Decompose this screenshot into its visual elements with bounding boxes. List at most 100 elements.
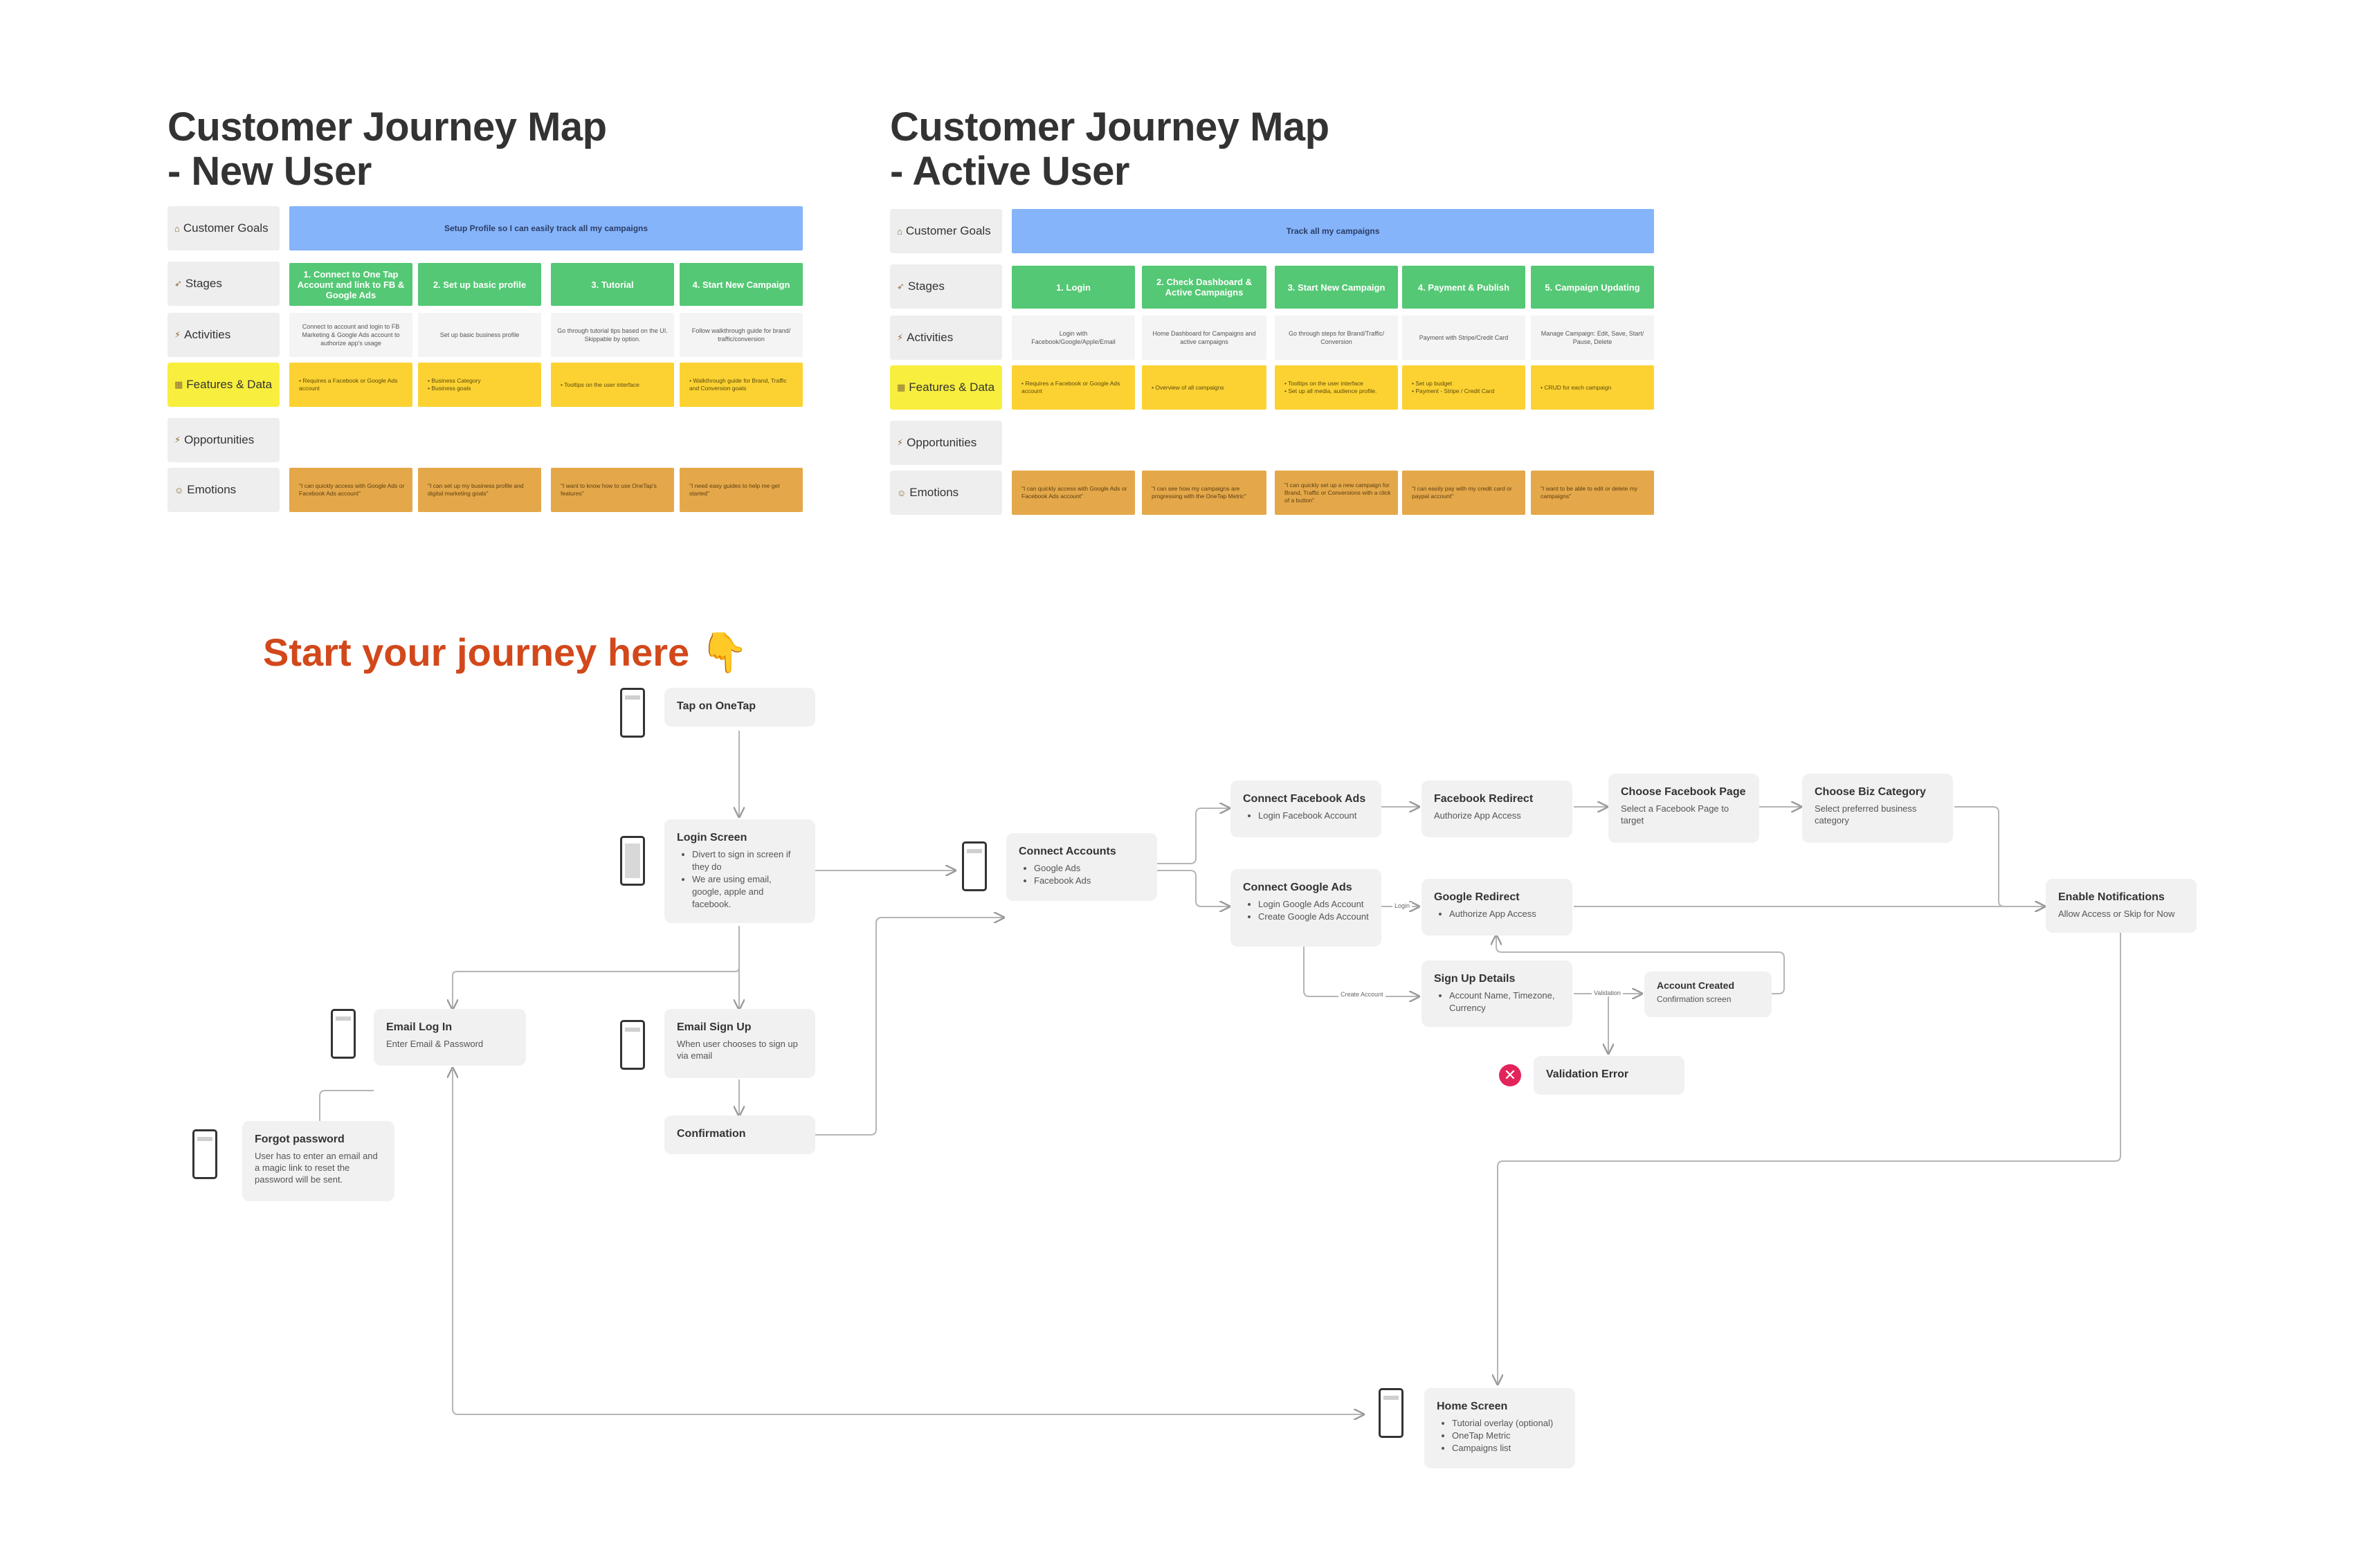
edge-google-to-signup-details <box>1303 947 1419 996</box>
emotion-cell: "I can quickly set up a new campaign for… <box>1275 471 1398 515</box>
node-subtitle: Confirmation screen <box>1657 994 1732 1004</box>
node-subtitle: User has to enter an email and a magic l… <box>255 1151 378 1185</box>
stage-cell: 2. Check Dashboard & Active Campaigns <box>1142 266 1266 309</box>
row-label-text: Customer Goals <box>905 224 991 237</box>
row-label-opportunities: ⚡Opportunities <box>890 421 1002 465</box>
emotion-cell: "I want to know how to use OneTap's feat… <box>551 468 674 512</box>
edge-login-to-email-login <box>453 926 740 1009</box>
node-forgot-password[interactable]: Forgot password User has to enter an ema… <box>242 1121 394 1201</box>
bolt-icon: ⚡ <box>897 332 904 343</box>
activity-cell: Follow walkthrough guide for brand/ traf… <box>680 313 803 357</box>
row-label-text: Activities <box>184 328 231 341</box>
node-choose-biz-category[interactable]: Choose Biz Category Select preferred bus… <box>1802 774 1953 843</box>
activity-cell: Connect to account and login to FB Marke… <box>289 313 412 357</box>
row-label-text: Emotions <box>187 483 237 496</box>
node-login-screen[interactable]: Login Screen Divert to sign in screen if… <box>664 819 815 923</box>
bullet: Create Google Ads Account <box>1258 911 1369 923</box>
row-label-text: Features & Data <box>186 378 273 391</box>
node-title: Choose Facebook Page <box>1621 786 1746 798</box>
edge-biz-to-notifications <box>1954 806 2044 906</box>
bullet: Campaigns list <box>1452 1442 1563 1455</box>
stage-cell: 2. Set up basic profile <box>418 263 541 306</box>
node-connect-facebook[interactable]: Connect Facebook Ads Login Facebook Acco… <box>1230 781 1381 837</box>
activity-cell: Login with Facebook/Google/Apple/Email <box>1012 316 1135 360</box>
emotion-icon: ☺ <box>897 487 907 498</box>
row-label-customer-goals: ⌂Customer Goals <box>890 209 1002 253</box>
node-account-created[interactable]: Account Created Confirmation screen <box>1644 972 1772 1017</box>
activity-cell: Go through tutorial tips based on the UI… <box>551 313 674 357</box>
node-email-signup[interactable]: Email Sign Up When user chooses to sign … <box>664 1009 815 1078</box>
start-journey-title: Start your journey here 👇 <box>263 630 749 674</box>
node-bullets: Login Google Ads Account Create Google A… <box>1243 898 1369 923</box>
row-label-text: Features & Data <box>909 381 995 394</box>
stage-cell: 3. Tutorial <box>551 263 674 306</box>
node-subtitle: Select preferred business category <box>1815 803 1917 826</box>
node-choose-facebook-page[interactable]: Choose Facebook Page Select a Facebook P… <box>1608 774 1759 843</box>
edge-email-login-to-home <box>452 1068 1363 1414</box>
feature-cell: • Requires a Facebook or Google Ads acco… <box>1012 365 1135 410</box>
active-user-map-title: Customer Journey Map - Active User <box>890 105 1329 194</box>
feature-cell: • Tooltips on the user interface <box>551 363 674 407</box>
row-label-stages: ➶Stages <box>890 264 1002 309</box>
node-title: Account Created <box>1657 980 1735 991</box>
row-label-text: Opportunities <box>184 433 255 446</box>
customer-goal-cell: Track all my campaigns <box>1012 209 1654 253</box>
bullet: Login Google Ads Account <box>1258 898 1369 911</box>
stage-cell: 4. Payment & Publish <box>1402 266 1525 309</box>
node-bullets: Account Name, Timezone, Currency <box>1434 990 1560 1014</box>
node-title: Login Screen <box>677 832 747 844</box>
phone-icon <box>620 688 645 738</box>
bullet: Tutorial overlay (optional) <box>1452 1417 1563 1430</box>
rocket-icon: ➶ <box>897 281 905 291</box>
feature-cell: • Walkthrough guide for Brand, Traffic a… <box>680 363 803 407</box>
feature-cell: • Overview of all campaigns <box>1142 365 1266 410</box>
node-facebook-redirect[interactable]: Facebook Redirect Authorize App Access <box>1421 781 1572 837</box>
node-title: Tap on OneTap <box>677 700 756 712</box>
node-title: Connect Google Ads <box>1243 882 1352 893</box>
row-label-text: Activities <box>907 331 954 344</box>
bullet: Login Facebook Account <box>1258 810 1369 822</box>
phone-icon <box>192 1129 217 1179</box>
node-enable-notifications[interactable]: Enable Notifications Allow Access or Ski… <box>2046 879 2197 933</box>
node-signup-details[interactable]: Sign Up Details Account Name, Timezone, … <box>1421 960 1572 1027</box>
data-icon: ▦ <box>897 382 906 392</box>
node-subtitle: Allow Access or Skip for Now <box>2058 909 2175 919</box>
node-subtitle: Enter Email & Password <box>386 1039 484 1049</box>
emotion-cell: "I want to be able to edit or delete my … <box>1531 471 1654 515</box>
feature-cell: • Tooltips on the user interface • Set u… <box>1275 365 1398 410</box>
activity-cell: Payment with Stripe/Credit Card <box>1402 316 1525 360</box>
node-title: Email Log In <box>386 1021 453 1033</box>
row-label-features: ▦Features & Data <box>890 365 1002 410</box>
row-label-text: Emotions <box>909 486 959 499</box>
close-icon: ✕ <box>1499 1064 1521 1086</box>
node-bullets: Google Ads Facebook Ads <box>1019 862 1145 887</box>
node-google-redirect[interactable]: Google Redirect Authorize App Access <box>1421 879 1572 936</box>
edge-account-created-to-google-redirect <box>1496 936 1785 994</box>
new-user-map-title: Customer Journey Map - New User <box>167 105 607 194</box>
node-bullets: Authorize App Access <box>1434 908 1560 920</box>
bullet: Divert to sign in screen if they do <box>692 848 803 873</box>
title-line-1: Customer Journey Map <box>890 104 1329 149</box>
emotion-icon: ☺ <box>174 484 184 495</box>
node-title: Forgot password <box>255 1133 345 1145</box>
node-bullets: Divert to sign in screen if they do We a… <box>677 848 803 911</box>
edge-label-validation: Validation <box>1592 990 1623 996</box>
row-label-text: Stages <box>185 277 222 290</box>
row-label-activities: ⚡Activities <box>167 313 280 357</box>
title-line-2: - Active User <box>890 149 1129 194</box>
feature-cell: • Business Category • Business goals <box>418 363 541 407</box>
node-connect-accounts[interactable]: Connect Accounts Google Ads Facebook Ads <box>1006 833 1157 901</box>
phone-icon <box>962 841 987 891</box>
node-bullets: Tutorial overlay (optional) OneTap Metri… <box>1437 1417 1563 1455</box>
stage-cell: 1. Connect to One Tap Account and link t… <box>289 263 412 306</box>
node-home-screen[interactable]: Home Screen Tutorial overlay (optional) … <box>1424 1388 1575 1468</box>
node-confirmation[interactable]: Confirmation <box>664 1115 815 1154</box>
feature-cell: • Requires a Facebook or Google Ads acco… <box>289 363 412 407</box>
node-title: Email Sign Up <box>677 1021 752 1033</box>
node-tap-onetap[interactable]: Tap on OneTap <box>664 688 815 727</box>
node-connect-google[interactable]: Connect Google Ads Login Google Ads Acco… <box>1230 869 1381 947</box>
node-validation-error[interactable]: Validation Error <box>1534 1056 1684 1095</box>
bullet: Account Name, Timezone, Currency <box>1449 990 1560 1014</box>
node-subtitle: When user chooses to sign up via email <box>677 1039 798 1061</box>
node-email-login[interactable]: Email Log In Enter Email & Password <box>374 1009 526 1066</box>
